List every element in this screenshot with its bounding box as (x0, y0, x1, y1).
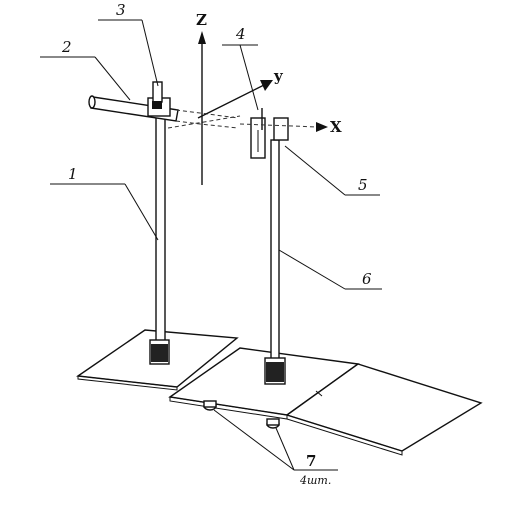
axis-y (197, 80, 273, 119)
base-plate-left-edge (77, 375, 178, 391)
callout-1: 1 (68, 165, 78, 183)
axis-z (198, 31, 206, 185)
leader-line-6 (278, 249, 346, 290)
leader-line-7 (213, 409, 295, 471)
stand-post-right (264, 139, 286, 385)
callout-2: 2 (61, 38, 72, 56)
callout-4: 4 (235, 25, 246, 43)
callout-7: 7 (306, 452, 316, 470)
axis-label-x: X (330, 118, 342, 136)
callout-3: 3 (116, 1, 126, 19)
axis-label-z: Z (196, 11, 207, 29)
axis-label-y: y (273, 67, 284, 85)
callout-7-quantity: 4шт. (299, 474, 331, 487)
plate-hinge-mark (315, 390, 323, 397)
leveling-feet (203, 400, 280, 429)
callout-6: 6 (362, 270, 372, 288)
sensor-holder (250, 108, 289, 159)
callout-5: 5 (358, 176, 368, 194)
stand-post-left (149, 114, 170, 365)
axis-x (239, 122, 328, 132)
clamp-joint (147, 81, 171, 117)
leader-line-5 (284, 145, 346, 196)
base-plate-right-edge (286, 414, 403, 456)
